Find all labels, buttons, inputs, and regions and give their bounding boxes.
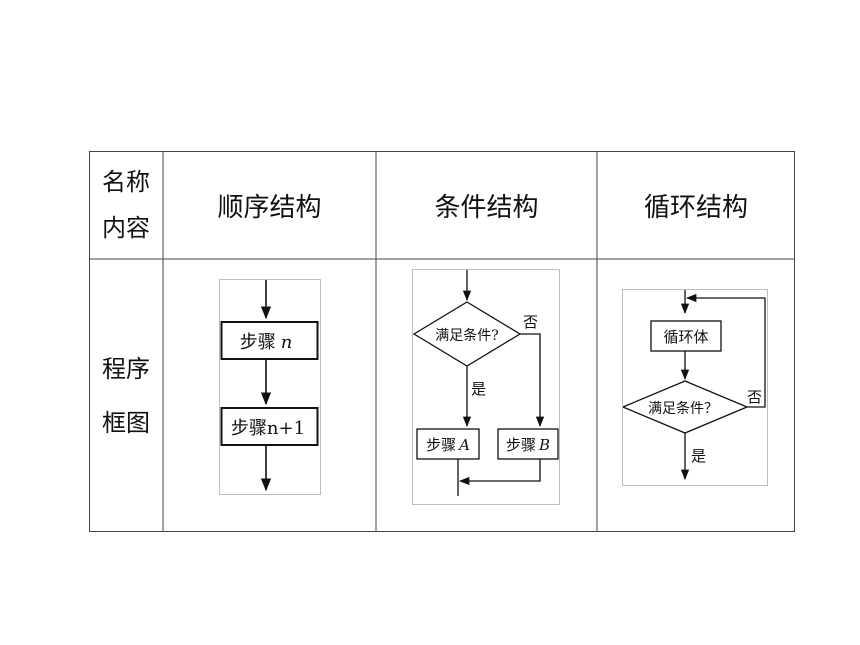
cond-step-a-box <box>416 428 480 460</box>
header-loop-label: 循环结构 <box>643 192 748 223</box>
corner-header-cell: 名称 内容 <box>89 151 163 259</box>
cond-step-b-box <box>497 428 559 460</box>
loop-body-box <box>650 320 722 352</box>
cond-merge-arrow <box>458 459 541 486</box>
header-sequential: 顺序结构 <box>163 151 376 259</box>
header-loop: 循环结构 <box>597 151 795 259</box>
corner-header-top: 名称 <box>102 168 150 196</box>
header-conditional-label: 条件结构 <box>434 192 539 223</box>
corner-header-bottom: 内容 <box>102 214 150 242</box>
header-sequential-label: 顺序结构 <box>217 192 322 223</box>
row-label-line2: 框图 <box>102 408 150 437</box>
row-label-cell: 程序 框图 <box>89 259 163 532</box>
header-conditional: 条件结构 <box>376 151 597 259</box>
cond-no-arrow <box>520 333 545 428</box>
table-grid <box>89 151 795 532</box>
cond-no-label: 否 <box>523 313 538 331</box>
seq-step-n-box <box>220 321 319 360</box>
seq-step-n1-box <box>220 407 319 446</box>
seq-step-n1-label: 步骤n+1 <box>231 418 305 439</box>
loop-condition-label: 满足条件？ <box>648 400 718 417</box>
loop-flowchart: 循环体 满足条件？ 否 是 <box>622 289 768 486</box>
cond-yes-label: 是 <box>471 380 486 398</box>
loop-body-label: 循环体 <box>663 328 708 346</box>
loop-yes-label: 是 <box>691 447 706 465</box>
loop-back-arrow <box>685 293 766 408</box>
row-label-line1: 程序 <box>102 354 150 383</box>
loop-no-label: 否 <box>747 388 762 406</box>
cond-condition-label: 满足条件? <box>435 327 499 344</box>
